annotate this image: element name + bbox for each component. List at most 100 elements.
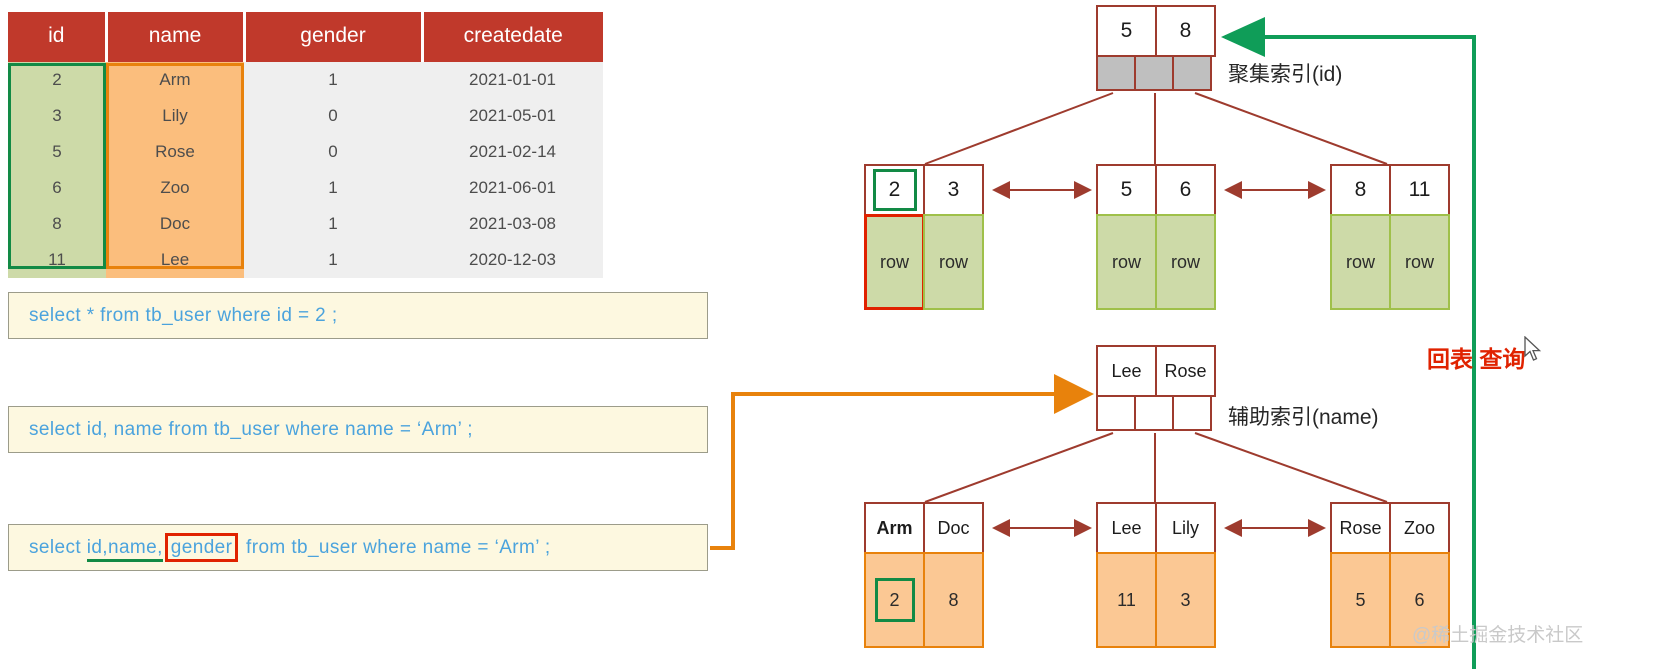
- clustered-tree-links: [924, 92, 1388, 165]
- clustered-root-pointers: [1096, 55, 1216, 91]
- table-row: 11 Lee 1 2020-12-03: [8, 242, 603, 278]
- cell-createdate: 2021-03-08: [422, 206, 603, 242]
- clustered-leaf2-key: 5: [1096, 164, 1157, 216]
- clustered-leaf2-key: 6: [1155, 164, 1216, 216]
- secondary-leaf1-keys: Arm Doc: [864, 502, 984, 554]
- cell-gender: 1: [244, 62, 422, 98]
- watermark-label: @稀土掘金技术社区: [1412, 625, 1584, 646]
- cell-id: 11: [8, 242, 106, 278]
- cell-createdate: 2021-01-01: [422, 62, 603, 98]
- cell-createdate: 2021-06-01: [422, 170, 603, 206]
- clustered-root-node: 5 8: [1096, 5, 1216, 91]
- cell-gender: 1: [244, 206, 422, 242]
- cell-createdate: 2021-02-14: [422, 134, 603, 170]
- clustered-leaf-node-2: 5 6 row row: [1096, 164, 1216, 310]
- secondary-leaf2-values: 11 3: [1096, 552, 1216, 648]
- clustered-leaf3-row: row: [1330, 214, 1391, 310]
- cell-id: 2: [8, 62, 106, 98]
- clustered-leaf-node-3: 8 11 row row: [1330, 164, 1450, 310]
- secondary-index-label: 辅助索引(name): [1228, 406, 1379, 429]
- clustered-root-key: 5: [1096, 5, 1157, 57]
- secondary-root-key: Rose: [1155, 345, 1216, 397]
- sql-text-2: select id, name from tb_user where name …: [29, 418, 473, 440]
- sql-text-3: select id,name,gender from tb_user where…: [9, 532, 551, 562]
- cell-gender: 0: [244, 134, 422, 170]
- clustered-leaf1-key: 3: [923, 164, 984, 216]
- secondary-root-node: Lee Rose: [1096, 345, 1216, 431]
- cell-name: Arm: [106, 62, 244, 98]
- table-row: 8 Doc 1 2021-03-08: [8, 206, 603, 242]
- cell-id: 5: [8, 134, 106, 170]
- column-header-name: name: [106, 12, 246, 62]
- cell-name: Doc: [106, 206, 244, 242]
- sql3-suffix: from tb_user where name = ‘Arm’ ;: [240, 536, 551, 558]
- secondary-leaf1-key: Doc: [923, 502, 984, 554]
- clustered-leaf2-keys: 5 6: [1096, 164, 1216, 216]
- cell-gender: 0: [244, 98, 422, 134]
- cell-name: Rose: [106, 134, 244, 170]
- cell-gender: 1: [244, 170, 422, 206]
- back-to-table-label: 回表 查询: [1427, 346, 1526, 372]
- sql3-underlined-columns: id,name,: [86, 536, 163, 562]
- secondary-leaf3-keys: Rose Zoo: [1330, 502, 1450, 554]
- cell-name: Zoo: [106, 170, 244, 206]
- clustered-leaf2-rows: row row: [1096, 214, 1216, 310]
- selected-pk-highlight: 2: [874, 578, 915, 622]
- sql3-boxed-column: gender: [164, 532, 239, 562]
- sql-statement-3[interactable]: select id,name,gender from tb_user where…: [8, 524, 708, 571]
- clustered-leaf3-keys: 8 11: [1330, 164, 1450, 216]
- clustered-root-keys: 5 8: [1096, 5, 1216, 57]
- secondary-leaf2-keys: Lee Lily: [1096, 502, 1216, 554]
- secondary-root-keys: Lee Rose: [1096, 345, 1216, 397]
- secondary-leaf1-value-highlight: 2: [864, 552, 925, 648]
- mouse-cursor-icon: [1524, 336, 1542, 361]
- clustered-leaf1-rows: row row: [864, 214, 984, 310]
- secondary-leaf2-key: Lee: [1096, 502, 1157, 554]
- pointer-slot: [1134, 395, 1174, 431]
- table-row: 6 Zoo 1 2021-06-01: [8, 170, 603, 206]
- clustered-index-label: 聚集索引(id): [1228, 63, 1343, 86]
- secondary-leaf2-key: Lily: [1155, 502, 1216, 554]
- table-row: 3 Lily 0 2021-05-01: [8, 98, 603, 134]
- user-data-table: id name gender createdate 2 Arm 1 2021-0…: [8, 12, 603, 278]
- cell-gender: 1: [244, 242, 422, 278]
- secondary-root-key: Lee: [1096, 345, 1157, 397]
- secondary-leaf3-key: Rose: [1330, 502, 1391, 554]
- cell-id: 6: [8, 170, 106, 206]
- clustered-leaf3-key: 11: [1389, 164, 1450, 216]
- clustered-root-key: 8: [1155, 5, 1216, 57]
- pointer-slot: [1172, 395, 1212, 431]
- secondary-leaf1-key-match: Arm: [864, 502, 925, 554]
- column-header-createdate: createdate: [422, 12, 603, 62]
- clustered-leaf1-keys: 2 3: [864, 164, 984, 216]
- clustered-leaf3-row: row: [1389, 214, 1450, 310]
- secondary-leaf1-value: 8: [923, 552, 984, 648]
- clustered-leaf2-row: row: [1155, 214, 1216, 310]
- column-header-gender: gender: [244, 12, 424, 62]
- cell-createdate: 2020-12-03: [422, 242, 603, 278]
- selected-key-highlight: 2: [872, 169, 917, 211]
- clustered-leaf-node-1: 2 3 row row: [864, 164, 984, 310]
- cell-id: 3: [8, 98, 106, 134]
- sql3-prefix: select: [29, 536, 87, 558]
- pointer-slot: [1134, 55, 1174, 91]
- clustered-leaf3-key: 8: [1330, 164, 1391, 216]
- secondary-leaf-node-1: Arm Doc 2 8: [864, 502, 984, 648]
- secondary-leaf3-key: Zoo: [1389, 502, 1450, 554]
- sql-text-1: select * from tb_user where id = 2 ;: [29, 304, 338, 326]
- secondary-leaf3-value: 5: [1330, 552, 1391, 648]
- sql-statement-2[interactable]: select id, name from tb_user where name …: [8, 406, 708, 453]
- secondary-leaf2-value: 3: [1155, 552, 1216, 648]
- clustered-leaf1-key: 2: [864, 164, 925, 216]
- clustered-leaf2-row: row: [1096, 214, 1157, 310]
- sql-statement-1[interactable]: select * from tb_user where id = 2 ;: [8, 292, 708, 339]
- secondary-root-pointers: [1096, 395, 1216, 431]
- secondary-leaf-node-2: Lee Lily 11 3: [1096, 502, 1216, 648]
- clustered-leaf1-row-highlight: row: [864, 214, 925, 310]
- pointer-slot: [1096, 55, 1136, 91]
- table-row: 2 Arm 1 2021-01-01: [8, 62, 603, 98]
- secondary-leaf2-value: 11: [1096, 552, 1157, 648]
- pointer-slot: [1096, 395, 1136, 431]
- cell-id: 8: [8, 206, 106, 242]
